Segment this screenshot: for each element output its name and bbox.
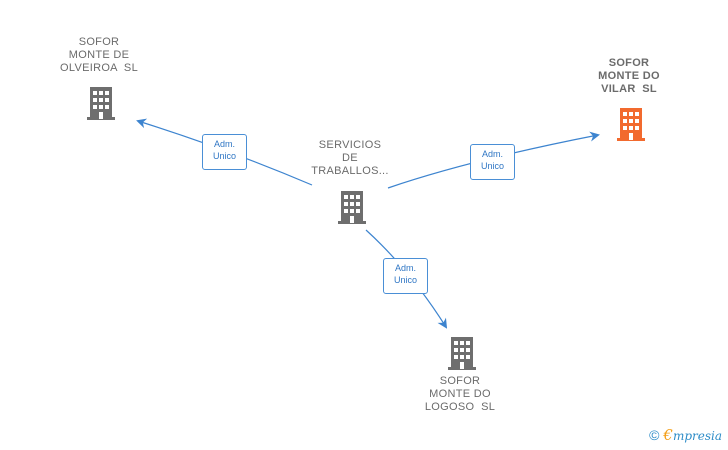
building-icon-logoso <box>448 337 476 370</box>
building-icon-olveiroa <box>87 87 115 120</box>
copyright-icon: © <box>649 427 660 443</box>
node-label-logoso: SOFOR MONTE DO LOGOSO SL <box>424 375 496 413</box>
node-sofor-logoso[interactable]: SOFOR MONTE DO LOGOSO SL <box>405 375 515 414</box>
brand-name: mpresia <box>672 429 722 443</box>
relation-role: Adm. <box>394 263 416 273</box>
relation-label-logoso[interactable]: Adm. Unico <box>383 258 428 294</box>
relation-type: Unico <box>480 161 504 171</box>
relation-type: Unico <box>212 151 236 161</box>
node-label-vilar: SOFOR MONTE DO VILAR SL <box>598 57 660 95</box>
relation-type: Unico <box>393 275 417 285</box>
relation-label-vilar[interactable]: Adm. Unico <box>470 144 515 180</box>
relation-role: Adm. <box>213 139 235 149</box>
building-icon-vilar <box>617 108 645 141</box>
empresia-logo: © €mpresia <box>649 426 722 444</box>
node-sofor-vilar[interactable]: SOFOR MONTE DO VILAR SL <box>574 57 684 96</box>
relation-label-olveiroa[interactable]: Adm. Unico <box>202 134 247 170</box>
node-label-olveiroa: SOFOR MONTE DE OLVEIROA SL <box>60 36 138 74</box>
node-label-servicios: SERVICIOS DE TRABALLOS... <box>311 139 389 177</box>
brand-e-glyph: € <box>663 426 673 444</box>
relation-role: Adm. <box>481 149 503 159</box>
node-sofor-olveiroa[interactable]: SOFOR MONTE DE OLVEIROA SL <box>44 36 154 75</box>
node-servicios-traballos[interactable]: SERVICIOS DE TRABALLOS... <box>295 139 405 178</box>
building-icon-servicios <box>338 191 366 224</box>
